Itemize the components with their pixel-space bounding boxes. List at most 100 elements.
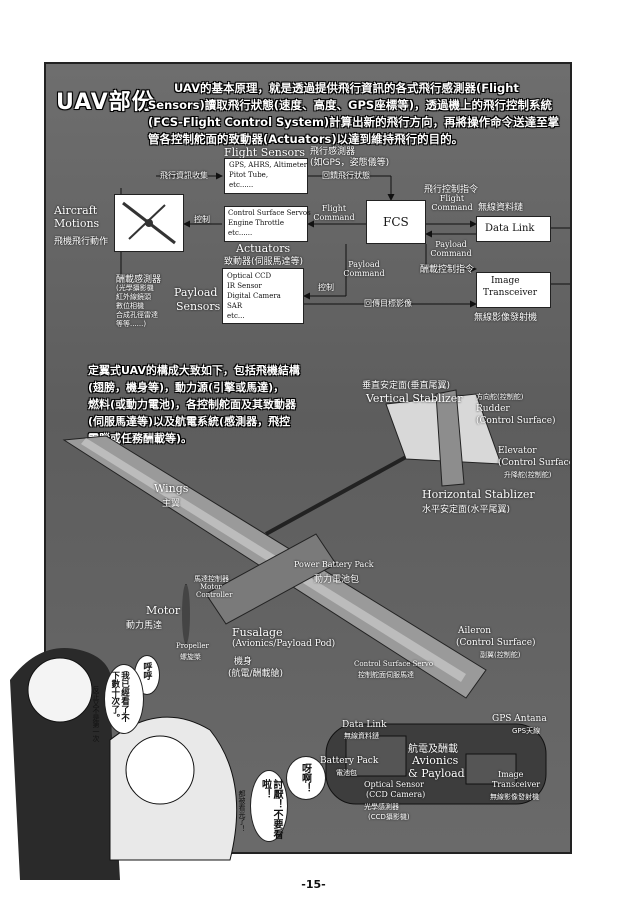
- composition-line-4: (伺服馬達等)以及航電系統(感測器，飛控: [88, 415, 291, 428]
- motor-label: Motor: [146, 604, 181, 617]
- image-transceiver-title-zh: 無線影像發射機: [474, 313, 538, 323]
- rudder-cs-label: (Control Surface): [476, 416, 556, 426]
- pod-data-link-label: Data Link: [342, 720, 387, 730]
- pod-data-link-label-zh: 無線資料鏈: [344, 732, 379, 740]
- propeller-label: Propeller: [176, 642, 209, 650]
- flight-command-label: Flight Command: [313, 204, 355, 222]
- pod-avionics-label-zh: 航電及酬載: [408, 744, 458, 755]
- section-title: UAV部份: [56, 90, 155, 115]
- image-transceiver-label-1: Image: [491, 276, 520, 286]
- speech-bubble-right-top: 呀啊！: [286, 756, 326, 800]
- arrow-control-2-label: 控制: [318, 283, 334, 292]
- image-transceiver-label-2: Transceiver: [483, 288, 538, 298]
- payload-note: 等等......): [116, 320, 147, 328]
- motor-ctrl-label-zh: 馬達控制器: [194, 575, 229, 583]
- pod-avionics-label: Avionics: [412, 754, 459, 767]
- fuselage-label-zh-1: 機身: [234, 657, 253, 667]
- pod-ccd-label: (CCD Camera): [366, 790, 426, 799]
- pod-gps-label-zh: GPS天線: [512, 727, 541, 735]
- composition-line-1: 定翼式UAV的構成大致如下，包括飛機結構: [88, 364, 300, 377]
- pod-optical-label-zh: 光學感測器: [364, 803, 399, 811]
- flight-sensor-item: etc......: [229, 181, 254, 189]
- pod-payload-label: & Payload: [408, 767, 465, 780]
- image-transceiver-box: Image Transceiver: [476, 272, 551, 308]
- diagram-connectors: [120, 172, 570, 308]
- pod-transceiver-label-zh: 無線影像發射機: [490, 793, 539, 801]
- aileron-label-zh: 副翼(控制舵): [480, 651, 521, 659]
- intro-line-2: Sensors)讀取飛行狀態(速度、高度、GPS座標等)，透過機上的飛行控制系統: [148, 98, 552, 112]
- uav-airplane-illustration: [62, 389, 502, 699]
- elevator-label: Elevator: [498, 446, 537, 456]
- hstab-label-zh: 水平安定面(水平尾翼): [422, 505, 511, 515]
- pod-transceiver-label: Transceiver: [492, 780, 541, 789]
- vstab-label: Vertical Stablizer: [366, 392, 463, 405]
- arrow-control-label: 控制: [194, 215, 210, 224]
- speech-bubble-right-main: 討厭！不要看啦！: [250, 770, 288, 842]
- fuselage-sub-label: (Avionics/Payload Pod): [232, 639, 336, 649]
- rudder-label-zh: 方向舵(控制舵): [476, 393, 524, 401]
- actuators-title-zh: 致動器(伺服馬達等): [224, 257, 304, 267]
- arrow-return-image: 回傳目標影像: [364, 299, 412, 308]
- pod-ccd-label-zh: (CCD攝影機): [368, 813, 410, 821]
- payload-sensor-item: Digital Camera: [227, 292, 281, 300]
- aircraft-motions-title-zh: 飛機飛行動作: [54, 237, 109, 247]
- data-link-box: Data Link: [476, 216, 551, 242]
- payload-command-label-2: Payload Command: [430, 240, 472, 258]
- intro-line-4: 管各控制舵面的致動器(Actuators)以達到維持飛行的目的。: [148, 132, 464, 146]
- aileron-label: Aileron: [458, 626, 492, 636]
- page-number: -15-: [301, 878, 326, 891]
- payload-sensors-title-2: Sensors: [176, 300, 221, 313]
- actuator-item: etc......: [228, 229, 253, 237]
- bubble-left-small-text: 呼呼: [141, 662, 152, 680]
- rudder-label: Rudder: [476, 404, 510, 414]
- payload-sensor-item: SAR: [227, 302, 243, 310]
- bubble-right-main-text: 討厭！不要看啦！: [259, 779, 283, 839]
- flight-sensors-box: GPS, AHRS, Altimeter Pitot Tube, etc....…: [224, 158, 308, 194]
- bubble-left-main-text: 我已經看了不下數十次了。: [109, 671, 130, 722]
- fuselage-label: Fusalage: [232, 626, 283, 639]
- uav-sketch-icon: [122, 201, 176, 245]
- payload-sensors-box: Optical CCD IR Sensor Digital Camera SAR…: [222, 268, 304, 324]
- aircraft-motion-image: [114, 194, 184, 252]
- elevator-cs-label: (Control Surface): [498, 458, 572, 468]
- wings-label: Wings: [154, 482, 189, 495]
- actuators-title: Actuators: [236, 242, 291, 255]
- bubble-left-side-text: 反正又不是第一次: [92, 686, 101, 742]
- hstab-label: Horizontal Stablizer: [422, 488, 535, 501]
- payload-command-label: Payload Command: [343, 260, 385, 278]
- payload-cmd-zh: 酬載控制指令: [420, 265, 475, 275]
- intro-line-1: UAV的基本原理，就是透過提供飛行資訊的各式飛行感測器(Flight: [174, 81, 519, 95]
- intro-line-3: (FCS-Flight Control System)計算出新的飛行方向，再將操…: [148, 115, 560, 129]
- fcs-label: FCS: [383, 215, 409, 229]
- propeller-label-zh: 螺旋槳: [180, 653, 201, 661]
- flight-command-label-2: Flight Command: [431, 194, 473, 212]
- composition-line-3: 燃料(或動力電池)，各控制舵面及其致動器: [88, 398, 297, 411]
- aircraft-motions-title-1: Aircraft: [54, 204, 98, 217]
- payload-note: (光學攝影機: [116, 284, 154, 292]
- arrow-return-state: 回饋飛行狀態: [322, 171, 370, 180]
- payload-note: 合成孔徑雷達: [116, 311, 158, 319]
- battery-label: Power Battery Pack: [294, 560, 374, 569]
- pod-gps-label: GPS Antana: [492, 714, 547, 724]
- pod-image-label: Image: [498, 770, 524, 779]
- payload-sensors-title-zh: 酬載感測器: [116, 275, 162, 285]
- battery-label-zh: 動力電池包: [314, 575, 360, 585]
- actuator-item: Engine Throttle: [228, 219, 284, 227]
- elevator-label-zh: 升降舵(控制舵): [504, 471, 552, 479]
- flight-sensor-item: Pitot Tube,: [229, 171, 269, 179]
- wings-label-zh: 主翼: [162, 499, 181, 509]
- data-link-title-zh: 無線資料鏈: [478, 203, 524, 213]
- pod-battery-label: Battery Pack: [320, 756, 379, 766]
- arrow-flight-info-collect: 飛行資訊收集: [160, 171, 208, 180]
- cs-servo-label-zh: 控制舵面伺服馬達: [358, 671, 414, 679]
- flight-sensors-subtitle-zh: (如GPS，姿態儀等): [310, 158, 390, 168]
- flight-sensors-title: Flight Sensors: [224, 146, 306, 159]
- aileron-cs-label: (Control Surface): [456, 638, 536, 648]
- avionics-pod-illustration: [325, 723, 547, 805]
- payload-note: 紅外線鏡頭: [116, 293, 151, 301]
- fcs-box: FCS: [366, 200, 426, 244]
- composition-line-2: (翅膀，機身等)，動力源(引擎或馬達)，: [88, 381, 285, 394]
- vstab-label-zh: 垂直安定面(垂直尾翼): [362, 381, 451, 391]
